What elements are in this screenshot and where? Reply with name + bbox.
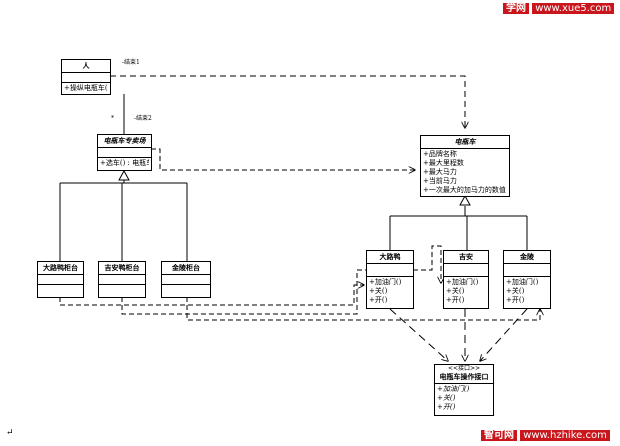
class-bike-jian[interactable]: 吉安 +加油门() +关() +开() [443,250,489,309]
class-ebike-attrs: +品牌名称 +最大里程数 +最大马力 +当前马力 +一次最大的加马力的数值 [421,149,509,197]
class-counter-jinling-attrs [162,275,210,285]
class-bike-jian-op-1: +关() [446,287,465,295]
watermark-top-url: www.xue5.com [532,3,615,14]
class-ebike-shop-attr-0: +选车() : 电瓶车 [100,159,149,167]
class-counter-dalu-attrs [38,275,83,285]
class-person-attrs [62,73,110,83]
class-interface-header: <<接口>> 电瓶车操作接口 [435,365,493,384]
class-ebike-attr-4: +一次最大的加马力的数值 [423,186,506,194]
class-person[interactable]: 人 +操纵电瓶车() [61,59,111,95]
class-bike-jian-attrs [444,264,488,277]
class-counter-jian-attrs [99,275,145,285]
class-ebike-attr-0: +品牌名称 [423,150,457,158]
class-counter-jinling-name: 金陵柜台 [162,262,210,275]
class-ebike-attr-1: +最大里程数 [423,159,464,167]
class-person-ops: +操纵电瓶车() [62,83,110,94]
class-ebike-attr-2: +最大马力 [423,168,457,176]
generalization-arrowhead-shop [118,169,130,181]
dependency-jinling-counter-bike [186,297,540,321]
class-bike-jinling-op-0: +加油门() [506,278,539,286]
class-counter-jinling[interactable]: 金陵柜台 [161,261,211,298]
class-interface[interactable]: <<接口>> 电瓶车操作接口 +加油门() +关() +开() [434,364,494,416]
class-bike-jinling-op-1: +关() [506,287,525,295]
watermark-top[interactable]: 学网 www.xue5.com [503,2,615,15]
watermark-bottom-url: www.hzhike.com [520,430,610,441]
class-bike-jian-ops: +加油门() +关() +开() [444,277,488,306]
class-person-name: 人 [62,60,110,73]
class-bike-jian-op-0: +加油门() [446,278,479,286]
class-bike-jinling[interactable]: 金陵 +加油门() +关() +开() [503,250,551,309]
class-counter-jinling-ops [162,285,210,294]
class-interface-name: 电瓶车操作接口 [439,372,489,381]
class-counter-jian[interactable]: 吉安鸭柜台 [98,261,146,298]
class-ebike-shop-attrs [98,148,151,158]
class-counter-dalu-name: 大路鸭柜台 [38,262,83,275]
class-bike-dalu-name: 大路鸭 [367,251,413,264]
class-ebike-ops [421,197,509,206]
dependency-shop-ebike [151,148,415,170]
constraint-label-1: -结束1 [122,59,140,66]
class-bike-dalu-ops: +加油门() +关() +开() [367,277,413,306]
realization-jinling-interface [480,308,528,361]
watermark-bottom[interactable]: 智可网 www.hzhike.com [481,429,610,442]
multiplicity-label: * [111,115,114,122]
class-interface-op-0: +加油门() [437,385,470,393]
class-interface-op-1: +关() [437,394,456,402]
class-bike-dalu[interactable]: 大路鸭 +加油门() +关() +开() [366,250,414,309]
class-bike-dalu-op-1: +关() [369,287,388,295]
class-counter-jian-ops [99,285,145,294]
class-bike-jian-name: 吉安 [444,251,488,264]
class-person-op-0: +操纵电瓶车() [64,84,108,92]
watermark-bottom-brand: 智可网 [481,430,517,441]
class-ebike[interactable]: 电瓶车 +品牌名称 +最大里程数 +最大马力 +当前马力 +一次最大的加马力的数… [420,135,510,197]
realization-dalu-interface [389,308,448,361]
class-bike-jinling-name: 金陵 [504,251,550,264]
class-bike-jinling-attrs [504,264,550,277]
class-bike-dalu-attrs [367,264,413,277]
watermark-top-brand: 学网 [503,3,529,14]
class-ebike-shop-name: 电瓶车专卖场 [98,135,151,148]
class-counter-jian-name: 吉安鸭柜台 [99,262,145,275]
class-bike-jinling-ops: +加油门() +关() +开() [504,277,550,306]
class-interface-stereotype: <<接口>> [447,365,481,372]
class-ebike-name: 电瓶车 [421,136,509,149]
paragraph-mark: ↵ [6,428,14,438]
class-ebike-shop[interactable]: 电瓶车专卖场 +选车() : 电瓶车 [97,134,152,171]
class-counter-dalu[interactable]: 大路鸭柜台 [37,261,84,298]
dependency-person-ebike [110,75,465,128]
generalization-arrowhead-ebike [459,194,471,206]
class-ebike-shop-ops: +选车() : 电瓶车 [98,158,151,169]
class-bike-dalu-op-2: +开() [369,296,388,304]
class-bike-jian-op-2: +开() [446,296,465,304]
constraint-label-2: -结束2 [134,115,152,122]
class-interface-ops: +加油门() +关() +开() [435,384,493,413]
class-counter-dalu-ops [38,285,83,294]
class-interface-op-2: +开() [437,403,456,411]
class-bike-dalu-op-0: +加油门() [369,278,402,286]
class-ebike-attr-3: +当前马力 [423,177,457,185]
dependency-jian-counter-bike [121,245,441,315]
class-bike-jinling-op-2: +开() [506,296,525,304]
